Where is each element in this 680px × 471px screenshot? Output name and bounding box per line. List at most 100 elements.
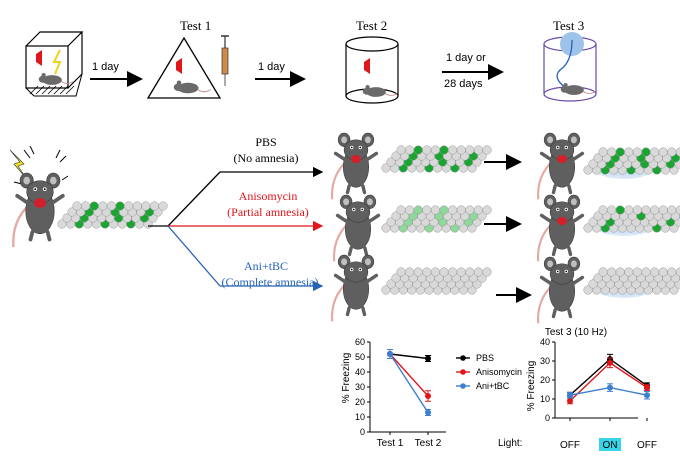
engram-cell: [607, 205, 617, 215]
engram-cell-active: [413, 145, 423, 155]
engram-cell: [632, 267, 642, 277]
row3-test3: [536, 255, 585, 325]
engram-cell: [482, 145, 492, 155]
engram-cell: [132, 201, 142, 211]
engram-cell: [124, 201, 134, 211]
engram-cell: [405, 267, 415, 277]
engram-cell: [675, 147, 680, 157]
mouse-icon: [332, 193, 381, 263]
chart1-ylabel: % Freezing: [341, 353, 352, 404]
engram-cell: [405, 205, 415, 215]
shock-icon: [52, 49, 62, 75]
engram-cell: [658, 205, 668, 215]
engram-cell-active: [439, 205, 449, 215]
engram-row3-test3: [583, 267, 680, 295]
chart2-point: [567, 392, 573, 399]
engram-cell: [430, 145, 440, 155]
engram-cell: [632, 147, 642, 157]
engram-cell: [641, 205, 651, 215]
engram-row1-test2: [381, 145, 492, 173]
context-a-chamber: [25, 31, 84, 97]
engram-row1-test3: [583, 147, 680, 175]
engram-cell: [473, 205, 483, 215]
engram-cell: [396, 145, 406, 155]
branch-arrows: [148, 166, 324, 292]
branch-anitbc-note: (Complete amnesia): [222, 275, 319, 289]
syringe-icon: [221, 35, 229, 86]
engram-cell: [396, 205, 406, 215]
speaker-icon: [364, 58, 370, 74]
chart1-ytick-label: 20: [355, 397, 365, 407]
chart1-point: [387, 351, 393, 357]
test3-label: Test 3: [553, 18, 584, 33]
legend-label: Ani+tBC: [476, 381, 510, 391]
engram-cell: [675, 205, 680, 215]
engram-cell: [598, 267, 608, 277]
chart1-series-line: [389, 353, 429, 397]
engram-row2-test2: [381, 205, 492, 233]
legend-swatch-marker: [460, 355, 466, 361]
engram-cell: [448, 205, 458, 215]
branch-labels: PBS (No amnesia) Anisomycin (Partial amn…: [222, 135, 319, 289]
engram-cell: [473, 267, 483, 277]
light-label: Light:: [498, 438, 522, 449]
engram-cell: [448, 267, 458, 277]
mouse-icon: [330, 131, 379, 202]
engram-cell: [465, 267, 475, 277]
engram-cell-active: [89, 201, 99, 211]
row1-test2: [330, 131, 379, 202]
row3-test2: [330, 253, 379, 323]
engram-cell: [430, 205, 440, 215]
step3-line1: 1 day or: [446, 52, 486, 64]
step1-label: 1 day: [92, 61, 119, 73]
engram-cell: [641, 267, 651, 277]
chart1-point: [425, 409, 431, 416]
branch-ani-name: Anisomycin: [239, 189, 298, 203]
engram-cell: [448, 145, 458, 155]
chart1-ytick-label: 30: [355, 382, 365, 392]
chart1-xtick-label: Test 2: [415, 438, 442, 449]
chart2-point: [644, 392, 650, 399]
engram-cell: [667, 147, 677, 157]
engram-cell: [473, 145, 483, 155]
engram-cell: [439, 267, 449, 277]
chart1-ytick-label: 10: [355, 412, 365, 422]
chart1-ytick-label: 50: [355, 352, 365, 362]
engram-cell-active: [641, 147, 651, 157]
chart1-series-line: [389, 353, 429, 413]
engram-cell: [650, 267, 660, 277]
triangle-context: [146, 36, 222, 99]
engram-cell: [658, 267, 668, 277]
chart2-point: [567, 397, 573, 404]
engram-cell: [98, 201, 108, 211]
engram-cell: [72, 201, 82, 211]
engram-cell: [624, 205, 634, 215]
step3-line2: 28 days: [444, 78, 483, 90]
engram-cell: [615, 267, 625, 277]
test2-label: Test 2: [356, 18, 387, 33]
engram-cell: [106, 201, 116, 211]
engram-cell: [598, 205, 608, 215]
chart2-point: [607, 384, 613, 391]
engram-cell: [422, 145, 432, 155]
test1-label: Test 1: [180, 18, 211, 33]
engram-row3-test2: [381, 267, 492, 295]
chart2-series-line: [569, 362, 648, 402]
engram-cell: [405, 145, 415, 155]
on-highlight: [599, 438, 621, 451]
engram-cell: [422, 267, 432, 277]
chart2-ytick-label: 40: [540, 337, 550, 347]
engram-cell-active: [615, 147, 625, 157]
step2-label: 1 day: [258, 61, 285, 73]
branch-anitbc-name: Ani+tBC: [244, 259, 288, 273]
chart1-xtick-label: Test 1: [377, 438, 404, 449]
branch-pbs-note: (No amnesia): [234, 151, 299, 165]
legend-swatch-marker: [460, 369, 466, 375]
engram-cell: [456, 205, 466, 215]
engram-cell: [667, 267, 677, 277]
engram-cell: [598, 147, 608, 157]
engram-cell: [430, 267, 440, 277]
engram-cell: [422, 205, 432, 215]
